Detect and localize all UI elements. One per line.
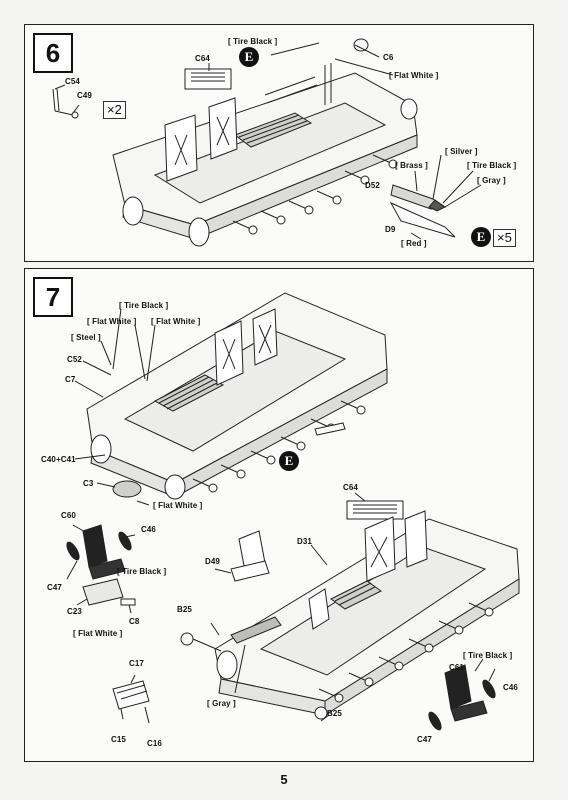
color-silver: [ Silver ] xyxy=(445,147,478,156)
part-c47-right: C47 xyxy=(417,735,432,744)
color-tire-black-seat: [ Tire Black ] xyxy=(117,567,167,576)
part-c61: C61 xyxy=(449,663,464,672)
subassembly-e-marker: E xyxy=(279,451,299,471)
suspension-arms xyxy=(232,154,398,235)
part-c23: C23 xyxy=(67,607,82,616)
suspension-arms-lower xyxy=(318,602,494,703)
quantity-x2: ×2 xyxy=(103,101,126,119)
color-tire-black-top: [ Tire Black ] xyxy=(119,301,169,310)
engine-grille xyxy=(153,374,225,412)
engine-grille xyxy=(233,112,313,148)
part-c54: C54 xyxy=(65,77,80,86)
subassembly-e-marker: E xyxy=(239,47,259,67)
part-b25-right: B25 xyxy=(327,709,342,718)
part-c17: C17 xyxy=(129,659,144,668)
color-flat-white-c3: [ Flat White ] xyxy=(153,501,203,510)
part-c46-right: C46 xyxy=(503,683,518,692)
part-c49: C49 xyxy=(77,91,92,100)
color-flat-white-left: [ Flat White ] xyxy=(87,317,137,326)
color-gray: [ Gray ] xyxy=(477,176,506,185)
color-flat-white-c23: [ Flat White ] xyxy=(73,629,123,638)
part-c7: C7 xyxy=(65,375,76,384)
step-6-hull-drawing xyxy=(52,38,482,247)
part-c64: C64 xyxy=(343,483,358,492)
part-c40-c41: C40+C41 xyxy=(41,455,76,464)
page-number: 5 xyxy=(280,772,288,787)
engine-grille-lower xyxy=(330,580,382,610)
suspension-arms-upper xyxy=(192,400,366,493)
part-b25-left: B25 xyxy=(177,605,192,614)
color-steel: [ Steel ] xyxy=(71,333,101,342)
part-d31: D31 xyxy=(297,537,312,546)
part-c3: C3 xyxy=(83,479,94,488)
part-c64: C64 xyxy=(195,54,210,63)
part-c52: C52 xyxy=(67,355,82,364)
color-red: [ Red ] xyxy=(401,239,427,248)
part-d52: D52 xyxy=(365,181,380,190)
step-number: 6 xyxy=(33,33,73,73)
color-tire-black-1: [ Tire Black ] xyxy=(228,37,278,46)
part-d49: D49 xyxy=(205,557,220,566)
step-6-panel: 6 xyxy=(24,24,534,262)
part-c15-c16-c17 xyxy=(112,680,150,710)
part-c60: C60 xyxy=(61,511,76,520)
color-brass: [ Brass ] xyxy=(395,161,428,170)
color-tire-black-c61: [ Tire Black ] xyxy=(463,651,513,660)
subassembly-e-marker: E xyxy=(471,227,491,247)
color-flat-white-right: [ Flat White ] xyxy=(151,317,201,326)
step-7-panel: 7 xyxy=(24,268,534,762)
part-c46-left: C46 xyxy=(141,525,156,534)
seat-c60 xyxy=(82,524,108,568)
color-flat-white: [ Flat White ] xyxy=(389,71,439,80)
part-c8: C8 xyxy=(129,617,140,626)
step-7-hull-drawing xyxy=(66,292,520,731)
quantity-x5: ×5 xyxy=(493,229,516,247)
color-tire-black-2: [ Tire Black ] xyxy=(467,161,517,170)
part-c47-left: C47 xyxy=(47,583,62,592)
seat-base-c23 xyxy=(82,578,124,606)
part-c15: C15 xyxy=(111,735,126,744)
part-d9: D9 xyxy=(385,225,396,234)
part-c16: C16 xyxy=(147,739,162,748)
color-gray: [ Gray ] xyxy=(207,699,236,708)
seat-c61 xyxy=(444,664,472,710)
part-c6: C6 xyxy=(383,53,394,62)
step-number: 7 xyxy=(33,277,73,317)
shell-d52 xyxy=(389,184,456,238)
